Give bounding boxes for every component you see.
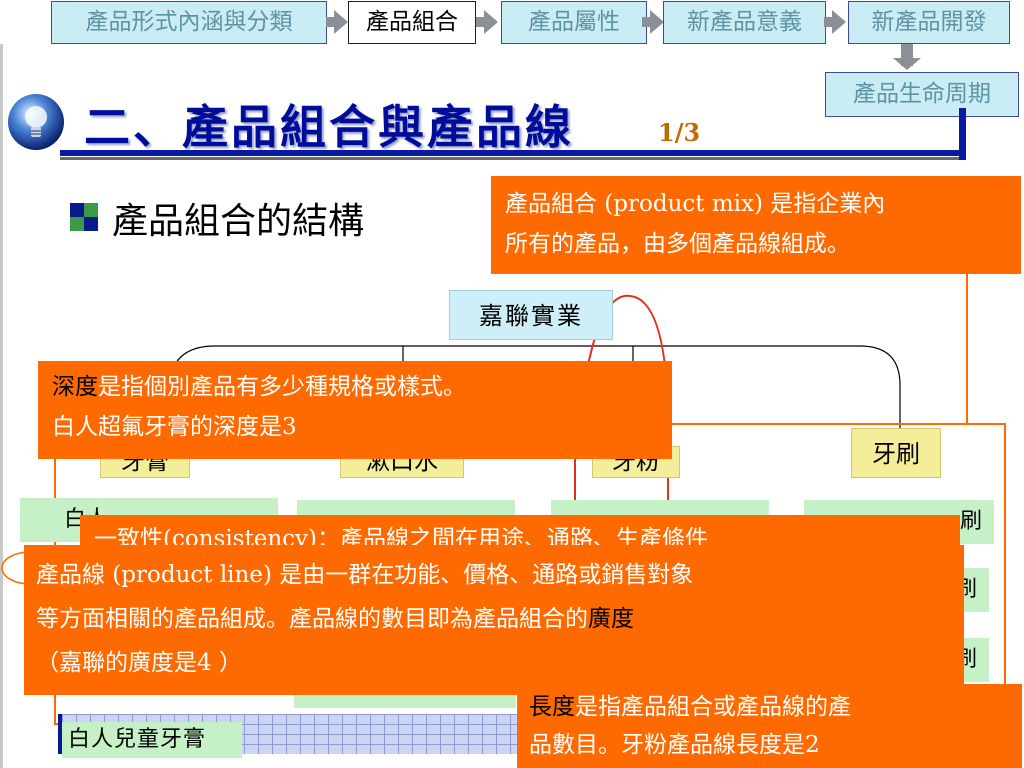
slide-left-border	[0, 44, 3, 768]
callout-length: 長度是指產品組合或產品線的產 品數目。牙粉產品線長度是2	[517, 684, 1022, 768]
product-item-child-toothpaste: 白人兒童牙膏	[62, 722, 242, 758]
title-rule-end	[959, 108, 966, 160]
callout-depth: 深度是指個別產品有多少種規格或樣式。 白人超氟牙膏的深度是3	[38, 361, 672, 459]
callout-product-line-line1: 產品線 (product line) 是由一群在功能、價格、通路或銷售對象	[36, 562, 694, 588]
callout-depth-line2: 白人超氟牙膏的深度是3	[52, 414, 297, 440]
callout-product-line: 產品線 (product line) 是由一群在功能、價格、通路或銷售對象 等方…	[24, 545, 964, 695]
nav-down-arrow-icon	[893, 44, 921, 70]
nav-tab-product-attributes[interactable]: 產品屬性	[501, 1, 647, 44]
company-node: 嘉聯實業	[449, 290, 613, 340]
nav-tab-product-forms[interactable]: 產品形式內涵與分類	[51, 1, 327, 44]
nav-tab-new-product-meaning[interactable]: 新產品意義	[663, 1, 826, 44]
nav-tab-new-product-development[interactable]: 新產品開發	[848, 1, 1010, 44]
page-title: 二、產品組合與產品線	[84, 100, 574, 154]
callout-consistency: 一致性(consistency)：產品線之間在用途、通路、生產條件	[80, 515, 960, 549]
nav-tab-product-mix[interactable]: 產品組合	[348, 1, 476, 44]
callout-product-line-text: 等方面相關的產品組成。產品線的數目即為產品組合的	[36, 606, 588, 632]
callout-product-line-term: 廣度	[588, 606, 634, 632]
callout-depth-term: 深度	[52, 374, 98, 400]
title-rule-shadow	[60, 157, 966, 160]
bullet-icon	[70, 203, 98, 231]
callout-depth-text: 是指個別產品有多少種規格或樣式。	[98, 374, 466, 400]
nav-tab-product-lifecycle[interactable]: 產品生命周期	[825, 72, 1019, 117]
bullet-text: 產品組合的結構	[112, 201, 365, 242]
page-number: 1/3	[658, 118, 701, 147]
callout-product-mix-line1: 產品組合 (product mix) 是指企業內	[505, 191, 886, 217]
nav-arrow-icon	[326, 10, 348, 34]
product-item-partial: 刷	[959, 509, 982, 534]
product-line-toothbrush: 牙刷	[851, 428, 941, 478]
callout-product-mix-line2: 所有的產品，由多個產品線組成。	[505, 231, 850, 257]
callout-length-text: 是指產品組合或產品線的產	[575, 694, 851, 720]
lightbulb-icon	[6, 92, 66, 152]
callout-length-line2: 品數目。牙粉產品線長度是2	[529, 732, 820, 758]
callout-product-line-line3: （嘉聯的廣度是4 ）	[36, 650, 242, 676]
callout-product-mix: 產品組合 (product mix) 是指企業內 所有的產品，由多個產品線組成。	[491, 176, 1021, 274]
nav-arrow-icon	[824, 10, 846, 34]
callout-length-term: 長度	[529, 694, 575, 720]
nav-arrow-icon	[476, 10, 498, 34]
nav-arrow-icon	[642, 10, 664, 34]
title-rule	[60, 150, 966, 156]
callout-consistency-text: 一致性(consistency)：產品線之間在用途、通路、生產條件	[94, 526, 708, 549]
